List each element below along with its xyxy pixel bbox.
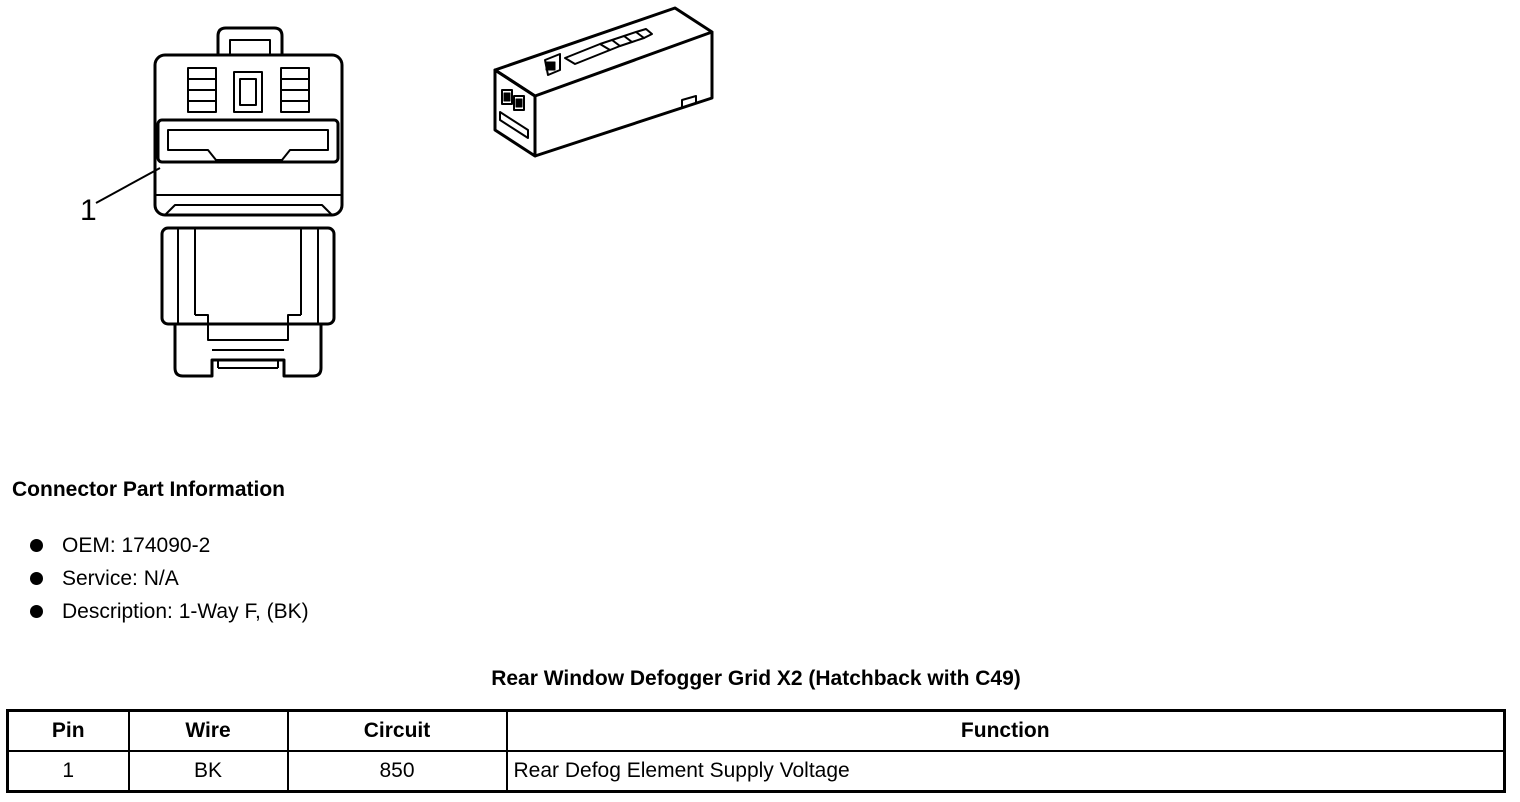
header-circuit: Circuit (286, 709, 508, 752)
cell-function: Rear Defog Element Supply Voltage (505, 750, 1506, 793)
connector-info-list: OEM: 174090-2 Service: N/A Description: … (30, 529, 309, 628)
header-wire: Wire (127, 709, 289, 752)
cell-circuit: 850 (286, 750, 508, 793)
header-function: Function (505, 709, 1506, 752)
list-item: OEM: 174090-2 (30, 529, 309, 562)
bullet-icon (30, 572, 43, 585)
pin-table-title: Rear Window Defogger Grid X2 (Hatchback … (491, 667, 1021, 690)
connector-drawing (95, 6, 714, 378)
table-header-row: Pin Wire Circuit Function (6, 709, 1506, 752)
callout-leader-line (95, 167, 161, 204)
connector-description: Description: 1-Way F, (BK) (62, 600, 309, 623)
bullet-icon (30, 605, 43, 618)
list-item: Service: N/A (30, 562, 309, 595)
cell-wire: BK (127, 750, 289, 793)
cell-pin: 1 (6, 750, 130, 793)
header-pin: Pin (6, 709, 130, 752)
service-part-number: Service: N/A (62, 567, 179, 590)
connector-info-title: Connector Part Information (12, 478, 286, 501)
oem-part-number: OEM: 174090-2 (62, 534, 211, 557)
list-item: Description: 1-Way F, (BK) (30, 595, 309, 628)
connector-face-view (153, 26, 344, 378)
connector-isometric-view (493, 6, 714, 158)
callout-label-1: 1 (80, 194, 97, 227)
pin-table: Pin Wire Circuit Function 1 BK 850 Rear … (6, 709, 1506, 793)
bullet-icon (30, 539, 43, 552)
table-row: 1 BK 850 Rear Defog Element Supply Volta… (6, 750, 1506, 793)
